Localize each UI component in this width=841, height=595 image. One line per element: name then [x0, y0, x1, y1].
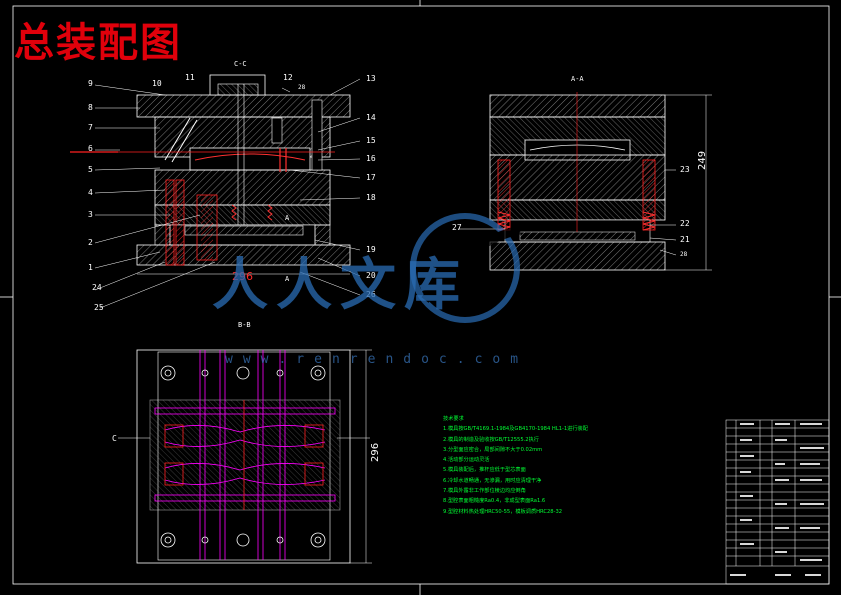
technical-notes: 技术要求 1.模具按GB/T4169.1-1984及GB4170-1984 HL…: [443, 414, 683, 517]
note-item: 6.冷却水道畅通，无渗漏，用时应清理干净: [443, 477, 542, 484]
part-number: 26: [366, 290, 376, 299]
section-label-aa: A-A: [571, 75, 584, 83]
part-number: 2: [88, 238, 93, 247]
part-number: 14: [366, 113, 376, 122]
part-number: 13: [366, 74, 376, 83]
note-item: 4.活动部分运动灵活: [443, 457, 490, 464]
dimension-front-width: 296: [232, 270, 253, 283]
note-item: 9.型腔材料热处理HRC50-55，模板调质HRC28-32: [443, 508, 563, 515]
part-number: 9: [88, 79, 93, 88]
note-item: 3.分型面应密合，局部间隙不大于0.02mm: [443, 446, 543, 453]
watermark-text: 人人文库: [212, 253, 468, 318]
part-number: 8: [88, 103, 93, 112]
part-number: 7: [88, 123, 93, 132]
part-number: 12: [283, 73, 293, 82]
section-label-cc: C-C: [234, 60, 247, 68]
part-number: 20: [366, 271, 376, 280]
part-number: 19: [366, 245, 376, 254]
section-mark-a: A: [285, 214, 290, 222]
part-number: 5: [88, 165, 93, 174]
note-item: 2.模具的制造及验收按GB/T12555.2执行: [443, 436, 539, 443]
watermark-url: www.renrendoc.com: [225, 352, 529, 367]
note-item: 5.模具装配后，推杆应低于型芯表面: [443, 467, 526, 474]
part-number: 4: [88, 188, 93, 197]
plan-view-bb: [118, 349, 372, 564]
part-number: 10: [152, 79, 162, 88]
dimension-plan-height: 296: [370, 442, 381, 462]
part-number: 28: [680, 251, 688, 258]
section-label-c: C: [112, 434, 117, 443]
part-number: 15: [366, 136, 376, 145]
part-number: 27: [452, 223, 462, 232]
front-view-cc: [70, 74, 361, 309]
part-number: 11: [185, 73, 195, 82]
section-label-bb: B-B: [238, 321, 251, 329]
section-view-aa: [458, 92, 712, 271]
note-item: 7.模具外露非工作部位棱边均应倒角: [443, 488, 526, 495]
part-number: 28: [298, 84, 306, 91]
part-number: 22: [680, 219, 690, 228]
drawing-title: 总装配图: [14, 20, 182, 66]
part-number: 17: [366, 173, 376, 182]
section-mark-a2: A: [285, 275, 290, 283]
part-number: 1: [88, 263, 93, 272]
part-number: 24: [92, 283, 102, 292]
part-number: 3: [88, 210, 93, 219]
title-block: [725, 419, 830, 585]
title-block-text-marks: [730, 423, 824, 576]
note-item: 8.型腔表面粗糙度Ra0.4，非成型表面Ra1.6: [443, 498, 546, 505]
part-number: 21: [680, 235, 690, 244]
part-number: 6: [88, 144, 93, 153]
part-number: 25: [94, 303, 104, 312]
notes-heading: 技术要求: [443, 416, 464, 422]
part-number: 16: [366, 154, 376, 163]
watermark-logo: [410, 213, 521, 323]
part-number: 23: [680, 165, 690, 174]
note-item: 1.模具按GB/T4169.1-1984及GB4170-1984 HL1-1进行…: [443, 426, 588, 433]
dimension-aa-height: 249: [697, 150, 708, 170]
part-number: 18: [366, 193, 376, 202]
